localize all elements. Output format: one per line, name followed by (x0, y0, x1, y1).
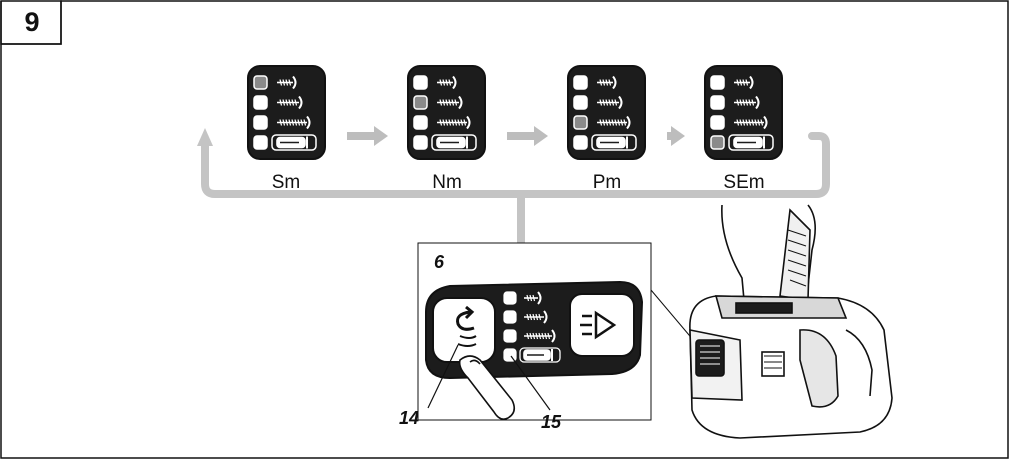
led-indicator-off (413, 135, 428, 150)
mode-panel-sm (247, 65, 326, 160)
screw-icon (597, 75, 617, 90)
led-indicator-off (253, 115, 268, 130)
led-indicator-on (573, 115, 588, 130)
led-indicator-off (710, 115, 725, 130)
mode-label-sem: SEm (723, 172, 765, 193)
drill-icon (721, 204, 816, 305)
led-indicator-off (573, 95, 588, 110)
screw-icon (524, 291, 542, 305)
control-panel (425, 280, 644, 420)
screw-icon (277, 75, 297, 90)
rotation-icon (456, 305, 477, 347)
battery-icon (689, 295, 893, 439)
led-indicator-off (710, 75, 725, 90)
screw-icon (596, 136, 628, 149)
screw-icon (734, 75, 754, 90)
led-indicator-off (413, 115, 428, 130)
led-indicator-off (573, 75, 588, 90)
screw-frame (519, 347, 561, 363)
screw-icon (437, 95, 463, 110)
arrow-right-icon (347, 126, 388, 146)
led-indicator-off (503, 310, 517, 324)
screw-icon (734, 95, 760, 110)
light-button[interactable] (569, 293, 635, 357)
loop-arrowhead (197, 128, 213, 146)
screw-frame (431, 134, 477, 151)
led-indicator-on (253, 75, 268, 90)
screw-frame (728, 134, 774, 151)
led-indicator-on (413, 95, 428, 110)
screw-icon (523, 349, 553, 361)
screw-icon (524, 310, 548, 324)
led-indicator-off (253, 135, 268, 150)
led-indicator-off (503, 348, 517, 362)
callout-leader-14 (427, 344, 459, 409)
mode-panel-pm (567, 65, 646, 160)
screw-icon (597, 95, 623, 110)
light-icon (580, 310, 617, 340)
screw-icon (437, 115, 471, 130)
screw-icon (277, 95, 303, 110)
mode-label-nm: Nm (432, 172, 462, 193)
mode-panel-nm (407, 65, 486, 160)
screw-icon (597, 115, 631, 130)
led-indicator-off (503, 329, 517, 343)
mode-indicator (503, 291, 561, 363)
mode-label-pm: Pm (592, 172, 622, 193)
figure-number-box (0, 0, 62, 45)
screw-frame (591, 134, 637, 151)
screw-icon (437, 75, 457, 90)
mode-panel-sem (704, 65, 783, 160)
led-indicator-off (503, 291, 517, 305)
arrow-right-icon (667, 126, 685, 146)
led-indicator-off (253, 95, 268, 110)
led-indicator-off (710, 95, 725, 110)
led-indicator-off (573, 135, 588, 150)
arrow-right-icon (507, 126, 548, 146)
screw-icon (524, 329, 556, 343)
screw-icon (734, 115, 768, 130)
screw-icon (276, 136, 308, 149)
finger-icon (458, 355, 516, 420)
screw-frame (271, 134, 317, 151)
mode-label-sm: Sm (271, 172, 301, 193)
screw-icon (733, 136, 765, 149)
callout-leader-15 (510, 355, 551, 411)
led-indicator-off (413, 75, 428, 90)
led-indicator-on (710, 135, 725, 150)
callout-label-6: 6 (434, 252, 445, 272)
screw-icon (436, 136, 468, 149)
callout-label-15: 15 (541, 412, 562, 432)
figure-number: 9 (24, 6, 40, 37)
screw-icon (277, 115, 311, 130)
callout-label-14: 14 (399, 408, 420, 428)
